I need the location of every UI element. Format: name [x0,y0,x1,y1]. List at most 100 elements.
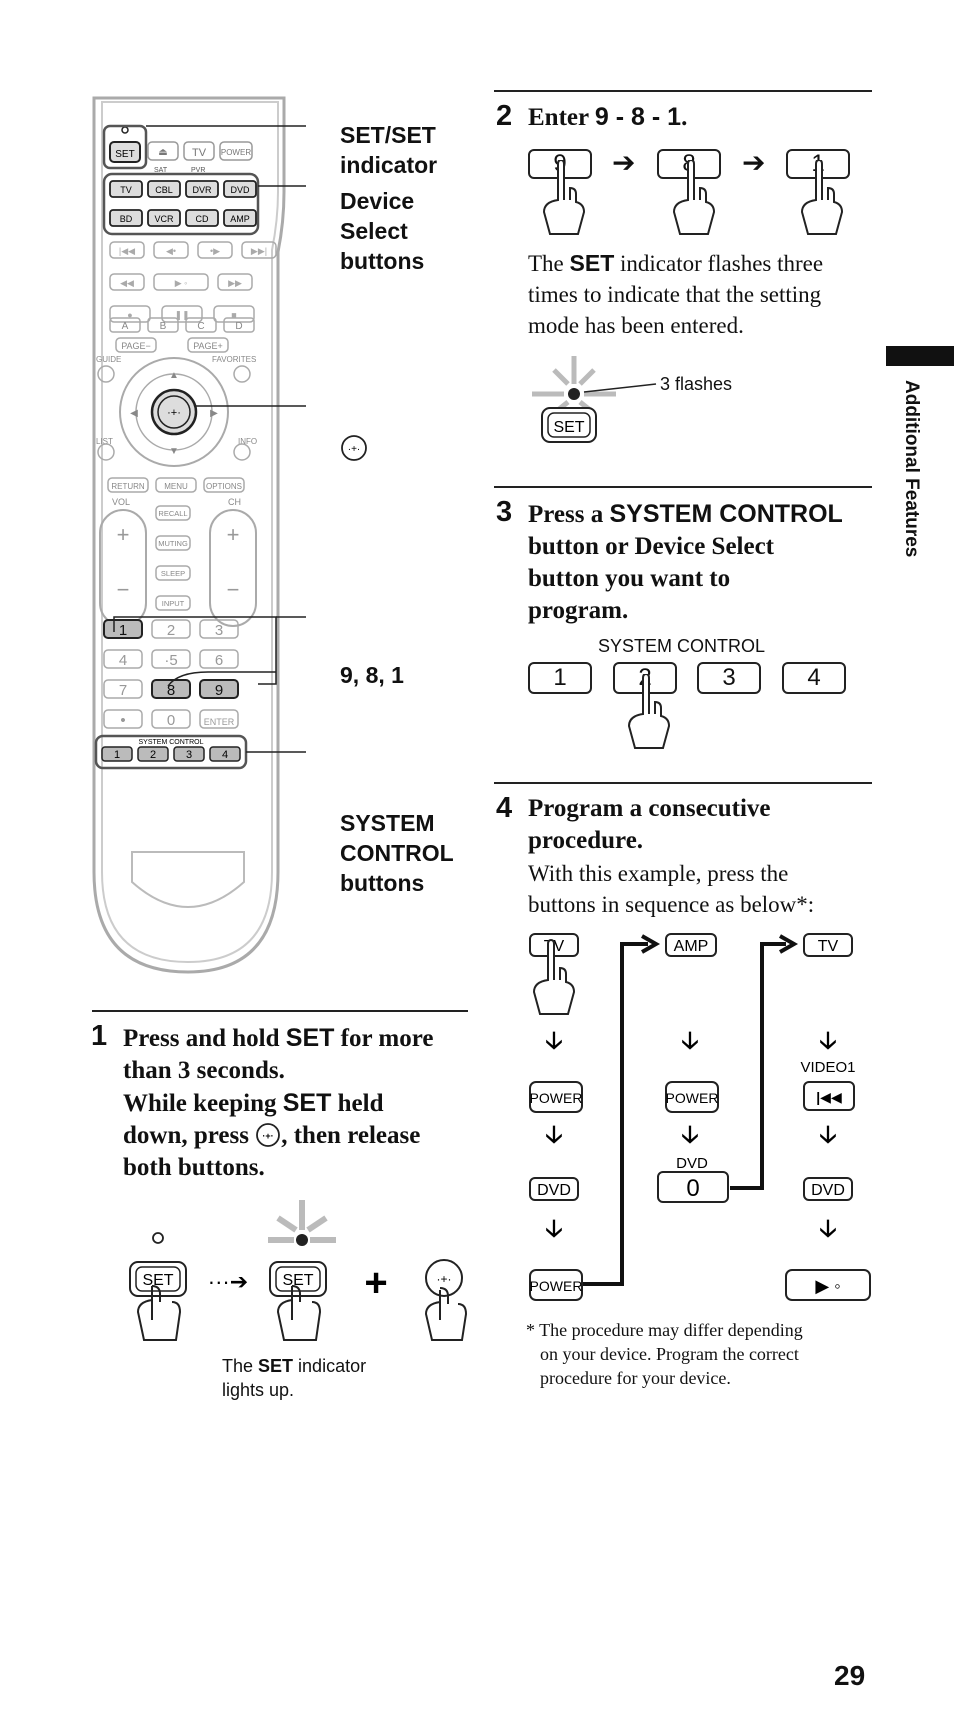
svg-text:🡣: 🡣 [681,1121,698,1148]
step2-rule [494,90,872,92]
svg-text:GUIDE: GUIDE [96,355,121,364]
remote-number-key [199,709,239,729]
svg-text:SLEEP: SLEEP [161,569,185,578]
svg-text:🡣: 🡣 [545,1027,562,1054]
remote-abcd-key [109,317,141,333]
remote-number-key [151,709,191,729]
svg-text:SET: SET [282,1272,313,1289]
svg-text:TV: TV [818,938,839,955]
svg-text:+: + [227,522,240,547]
svg-text:|◀◀: |◀◀ [119,246,135,256]
svg-text:▶: ▶ [210,408,218,419]
svg-text:SET: SET [553,419,584,436]
step2-title: Enter 9 - 8 - 1. [528,103,688,131]
remote-number-key [103,709,143,729]
remote-device-key [109,209,143,227]
remote-device-key-label: AMP [230,214,250,224]
callout-set-indicator: SET/SET indicator [340,122,438,178]
remote-number-key-label: 4 [119,652,127,669]
svg-text:···➔: ···➔ [208,1269,248,1294]
remote-system-control-key-label: 4 [222,749,228,761]
svg-text:🡣: 🡣 [681,1027,698,1054]
remote-device-key-label: CBL [155,185,173,195]
step1-illustration: SET ···➔ SET + ·+· [129,1200,468,1341]
side-tab-label: Additional Features [901,380,922,558]
remote-system-control-key [137,746,169,762]
remote-set-key: SET [115,149,134,160]
arrow-right-icon: ➔ [742,146,766,179]
step4-footnote: * The procedure may differ depending on … [526,1320,803,1388]
svg-text:MUTING: MUTING [158,539,188,548]
svg-text:|◀◀: |◀◀ [816,1089,842,1105]
remote-number-key-label: 6 [215,652,223,669]
remote-abcd-key [185,317,217,333]
page-number: 29 [834,1660,866,1691]
remote-number-key-label: 9 [215,682,223,699]
remote-abcd-label: A [122,321,129,332]
remote-abcd-label: D [235,321,242,332]
svg-text:INPUT: INPUT [162,599,185,608]
remote-device-key-label: DVD [230,185,250,195]
remote-device-key-label: DVR [192,185,212,195]
remote-device-key [185,209,219,227]
svg-text:🡣: 🡣 [545,1121,562,1148]
remote-abcd-key [147,317,179,333]
svg-text:−: − [117,577,130,602]
svg-text:PVR: PVR [191,167,205,174]
svg-text:POWER: POWER [666,1090,719,1106]
svg-text:·+·: ·+· [348,444,361,455]
step2-flash-illustration: SET [532,356,657,443]
remote-abcd-key [223,317,255,333]
remote-system-control-key [101,746,133,762]
remote-system-control-key-label: 1 [114,749,120,761]
svg-text:RECALL: RECALL [158,509,187,518]
remote-device-key-label: BD [120,214,133,224]
remote-device-key-label: VCR [154,214,174,224]
step4-title: Program a consecutive procedure. [528,795,771,854]
callout-981: 9, 8, 1 [340,662,404,688]
step4-sequence-diagram: TV 🡣 POWER 🡣 DVD 🡣 POWER AMP 🡣 POWER 🡣 D… [529,933,871,1301]
remote-number-key-label: 7 [119,682,127,699]
remote-system-control-key [173,746,205,762]
remote-number-key [199,649,239,669]
hand-icons [542,160,844,235]
svg-text:DVD: DVD [811,1182,845,1199]
svg-text:🡣: 🡣 [819,1121,836,1148]
svg-text:DVD: DVD [537,1182,571,1199]
step2-body: The SET indicator flashes three times to… [528,250,824,338]
remote-system-control-key-label: 2 [150,749,156,761]
svg-text:+: + [364,1261,387,1305]
remote-device-key [109,180,143,198]
svg-text:◀•: ◀• [166,246,176,256]
arrow-right-icon: ➔ [612,146,636,179]
svg-text:MENU: MENU [164,482,188,491]
svg-text:POWER: POWER [530,1090,583,1106]
svg-text:🡣: 🡣 [819,1027,836,1054]
side-tab-bar [886,346,954,366]
remote-number-key-label: 3 [215,622,223,639]
svg-text:🡣: 🡣 [819,1215,836,1242]
svg-text:🡣: 🡣 [545,1215,562,1242]
remote-number-key-label: 2 [167,622,175,639]
svg-text:VIDEO1: VIDEO1 [800,1059,855,1076]
callout-system-control: SYSTEM CONTROL buttons [340,810,454,896]
remote-number-key-label: ·5 [164,652,177,669]
svg-text:·+·: ·+· [437,1272,452,1286]
svg-text:▲: ▲ [169,370,179,381]
remote-system-control-key-label: 3 [186,749,192,761]
svg-text:▶ ◦: ▶ ◦ [175,278,188,288]
step3-key-3: 3 [697,662,761,694]
svg-text:·+·: ·+· [167,407,181,419]
svg-text:DVD: DVD [676,1155,708,1172]
remote-device-key [185,180,219,198]
step3-group-label: SYSTEM CONTROL [598,636,766,656]
svg-text:POWER: POWER [530,1278,583,1294]
svg-text:OPTIONS: OPTIONS [206,482,242,491]
svg-text:▶▶: ▶▶ [228,278,242,288]
enter-key-inline-icon: ·+· [256,1123,281,1147]
remote-number-key [151,619,191,639]
step4-number: 4 [496,792,513,824]
svg-text:◀: ◀ [130,408,138,419]
svg-text:●: ● [127,310,132,320]
